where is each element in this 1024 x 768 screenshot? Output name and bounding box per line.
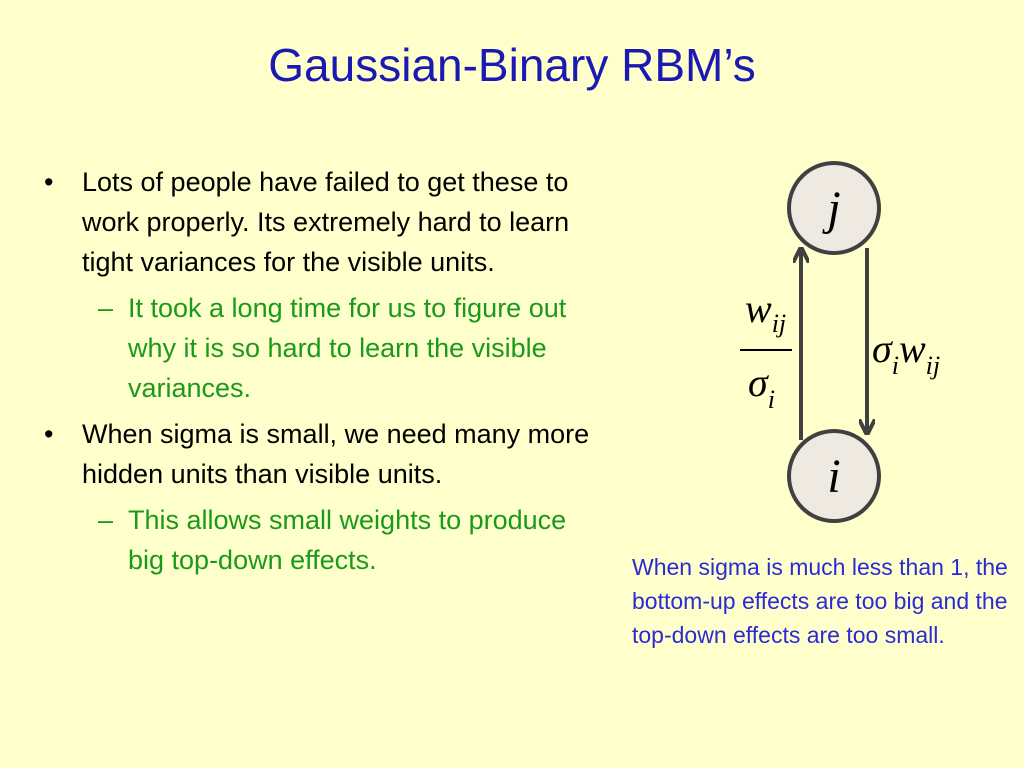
node-i-label: i <box>827 450 840 503</box>
bullet-item: • Lots of people have failed to get thes… <box>42 162 602 282</box>
rbm-diagram: j i wij σi σiwij <box>740 161 940 523</box>
sub-bullet-item: – It took a long time for us to figure o… <box>42 288 602 408</box>
diagram-caption: When sigma is much less than 1, the bott… <box>632 554 1008 648</box>
w-symbol: w <box>745 286 772 331</box>
bullet-text: Lots of people have failed to get these … <box>82 167 570 277</box>
sigma-subscript: i <box>892 351 899 380</box>
sigma-subscript: i <box>768 385 775 414</box>
right-weight-label: σiwij <box>872 326 940 380</box>
w-subscript: ij <box>926 351 940 380</box>
bullet-dot-icon: • <box>44 167 54 197</box>
left-weight-numerator: wij <box>745 286 786 338</box>
slide-title: Gaussian-Binary RBM’s <box>268 39 756 91</box>
sub-bullet-text: It took a long time for us to figure out… <box>128 293 567 403</box>
sigma-symbol: σ <box>748 360 769 405</box>
sub-bullet-text: This allows small weights to produce big… <box>128 505 567 575</box>
dash-icon: – <box>98 505 114 535</box>
dash-icon: – <box>98 293 114 323</box>
w-symbol: w <box>899 326 926 371</box>
bullet-item: • When sigma is small, we need many more… <box>42 414 602 494</box>
bullet-list: • Lots of people have failed to get thes… <box>42 162 602 586</box>
w-subscript: ij <box>772 309 786 338</box>
bullet-text: When sigma is small, we need many more h… <box>82 419 590 489</box>
bullet-dot-icon: • <box>44 419 54 449</box>
sigma-symbol: σ <box>872 326 893 371</box>
left-weight-denominator: σi <box>748 360 775 414</box>
sub-bullet-item: – This allows small weights to produce b… <box>42 500 602 580</box>
node-j <box>787 161 881 255</box>
node-i <box>787 429 881 523</box>
